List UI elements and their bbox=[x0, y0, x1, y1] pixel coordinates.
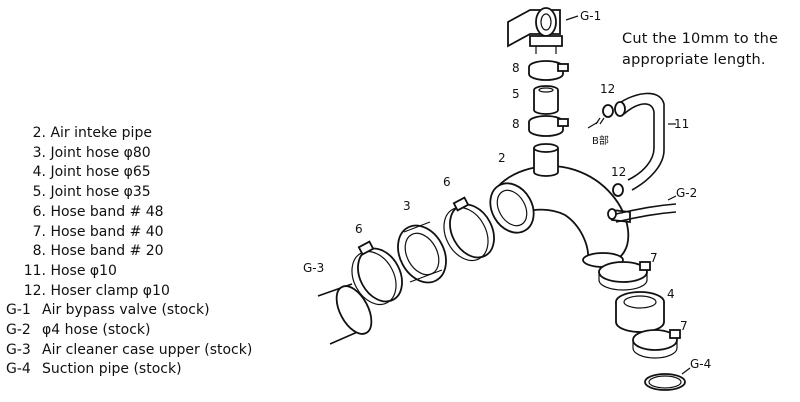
legend-number: 6. bbox=[32, 203, 46, 220]
legend-number: 12. bbox=[23, 282, 46, 299]
callout-g1: G-1 bbox=[580, 9, 601, 23]
air-bypass-valve-drawing bbox=[507, 7, 563, 54]
callout-7-upper: 7 bbox=[650, 251, 658, 265]
legend-number: 3. bbox=[32, 144, 46, 161]
legend-description: Joint hose φ35 bbox=[50, 184, 151, 201]
parts-legend: 2. Air inteke pipe 3. Joint hose φ80 4. … bbox=[6, 124, 276, 380]
legend-row-11: 11. Hose φ10 bbox=[6, 262, 276, 282]
legend-description: Hose band # 20 bbox=[50, 243, 164, 260]
air-cleaner-case-drawing bbox=[317, 283, 373, 345]
detail-b-label: B部 bbox=[592, 134, 609, 147]
joint-hose-80-drawing bbox=[397, 221, 447, 284]
callout-6-right: 6 bbox=[443, 175, 451, 189]
callout-2: 2 bbox=[498, 151, 506, 165]
legend-description: Hose band # 48 bbox=[50, 203, 164, 220]
callout-8-upper: 8 bbox=[512, 61, 520, 75]
hose-clamp-lower-drawing bbox=[607, 183, 624, 220]
legend-row-g3: G-3 Air cleaner case upper (stock) bbox=[6, 341, 276, 361]
legend-number: G-3 bbox=[6, 341, 31, 358]
legend-number: 11. bbox=[23, 262, 46, 279]
hose-10-drawing bbox=[614, 92, 665, 191]
legend-number: 5. bbox=[32, 184, 46, 201]
hose-band-20-lower-drawing bbox=[528, 115, 569, 137]
note-line: appropriate length. bbox=[622, 52, 766, 68]
callout-5: 5 bbox=[512, 87, 520, 101]
legend-row-8: 8. Hose band # 20 bbox=[6, 242, 276, 262]
callout-6-left: 6 bbox=[355, 222, 363, 236]
callout-4: 4 bbox=[667, 287, 675, 301]
callout-12-upper: 12 bbox=[600, 82, 615, 96]
callout-g2: G-2 bbox=[676, 186, 697, 200]
callout-12-lower: 12 bbox=[611, 165, 626, 179]
legend-description: Air cleaner case upper (stock) bbox=[42, 341, 253, 358]
phi4-hose-drawing bbox=[615, 203, 677, 215]
legend-number: G-1 bbox=[6, 302, 31, 319]
legend-row-g4: G-4 Suction pipe (stock) bbox=[6, 360, 276, 380]
legend-number: 4. bbox=[32, 164, 46, 181]
legend-row-12: 12. Hoser clamp φ10 bbox=[6, 282, 276, 302]
legend-description: Air inteke pipe bbox=[50, 125, 152, 141]
air-intake-pipe-drawing bbox=[489, 143, 631, 268]
legend-number: 2. bbox=[32, 125, 46, 141]
legend-description: Hose φ10 bbox=[50, 262, 117, 279]
callout-g3: G-3 bbox=[303, 261, 324, 275]
legend-row-3: 3. Joint hose φ80 bbox=[6, 144, 276, 164]
legend-description: Joint hose φ65 bbox=[50, 164, 151, 181]
legend-number: G-2 bbox=[6, 322, 31, 339]
legend-number: 8. bbox=[32, 243, 46, 260]
legend-row-g2: G-2 φ4 hose (stock) bbox=[6, 321, 276, 341]
callout-8-lower: 8 bbox=[512, 117, 520, 131]
hose-band-40-lower-drawing bbox=[632, 329, 681, 359]
legend-number: 7. bbox=[32, 223, 46, 240]
suction-pipe-drawing bbox=[644, 373, 686, 391]
legend-description: Hose band # 40 bbox=[50, 223, 164, 240]
legend-description: Hoser clamp φ10 bbox=[50, 282, 170, 299]
hose-band-48-right-drawing bbox=[443, 196, 495, 262]
callout-3: 3 bbox=[403, 199, 411, 213]
joint-hose-65-drawing bbox=[615, 291, 665, 333]
note-line: Cut the 10mm to the bbox=[622, 31, 779, 47]
legend-row-2: 2. Air inteke pipe bbox=[6, 124, 276, 144]
hose-clamp-upper-drawing bbox=[595, 104, 614, 125]
legend-number: G-4 bbox=[6, 361, 31, 378]
legend-row-7: 7. Hose band # 40 bbox=[6, 223, 276, 243]
callout-7-lower: 7 bbox=[680, 319, 688, 333]
hose-band-40-upper-drawing bbox=[598, 261, 651, 291]
legend-row-g1: G-1 Air bypass valve (stock) bbox=[6, 301, 276, 321]
hose-band-48-left-drawing bbox=[351, 240, 403, 306]
callout-11: 11 bbox=[674, 117, 689, 131]
hose-band-20-upper-drawing bbox=[528, 60, 569, 81]
joint-hose-35-drawing bbox=[533, 85, 559, 115]
legend-description: φ4 hose (stock) bbox=[42, 322, 151, 339]
legend-row-4: 4. Joint hose φ65 bbox=[6, 163, 276, 183]
legend-description: Air bypass valve (stock) bbox=[42, 302, 210, 319]
callout-g4: G-4 bbox=[690, 357, 711, 371]
cut-length-note: Cut the 10mm to the appropriate length. bbox=[622, 29, 800, 71]
legend-row-6: 6. Hose band # 48 bbox=[6, 203, 276, 223]
legend-row-5: 5. Joint hose φ35 bbox=[6, 183, 276, 203]
legend-description: Suction pipe (stock) bbox=[42, 361, 182, 378]
legend-description: Joint hose φ80 bbox=[50, 144, 151, 161]
